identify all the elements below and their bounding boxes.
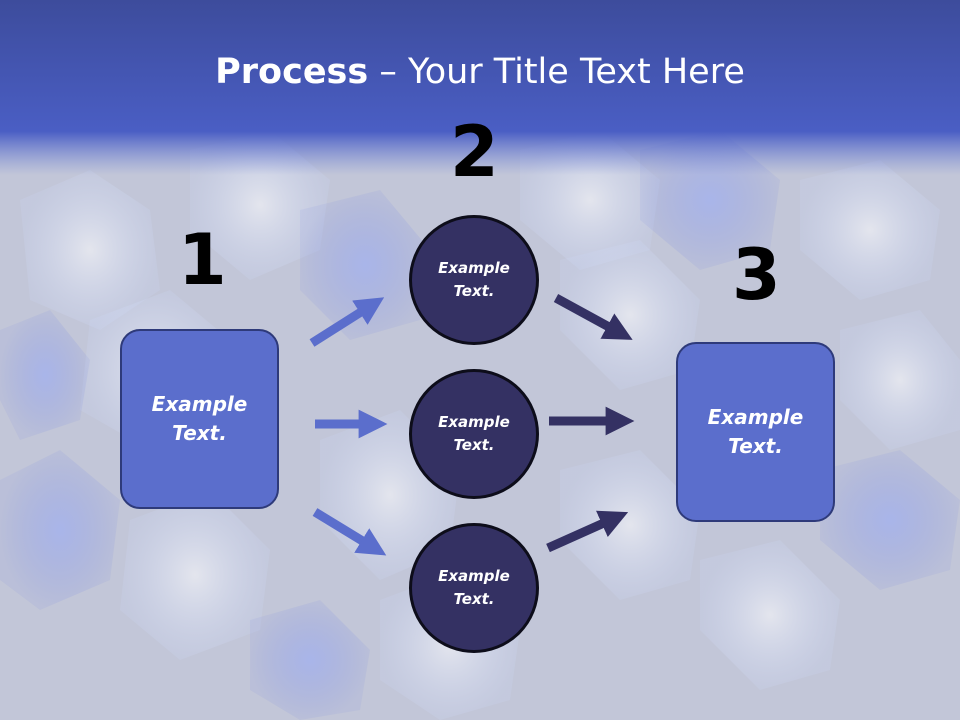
circle-bottom-line1: Example bbox=[438, 567, 510, 585]
step-number-1: 1 bbox=[178, 219, 227, 301]
title-rest: – Your Title Text Here bbox=[368, 52, 745, 92]
circle-bottom-line2: Text. bbox=[453, 590, 495, 608]
step-3-text-line2: Text. bbox=[728, 434, 783, 458]
page-title: Process – Your Title Text Here bbox=[0, 52, 960, 92]
title-bold: Process bbox=[215, 52, 369, 92]
circle-top-line1: Example bbox=[438, 259, 510, 277]
circle-middle-line1: Example bbox=[438, 413, 510, 431]
step-1-text-line1: Example bbox=[151, 392, 248, 416]
circle-middle-line2: Text. bbox=[453, 436, 495, 454]
circle-top-line2: Text. bbox=[453, 282, 495, 300]
step-number-3: 3 bbox=[732, 234, 781, 316]
step-1-text-line2: Text. bbox=[172, 421, 227, 445]
step-number-2: 2 bbox=[450, 111, 499, 193]
step-3-text-line1: Example bbox=[707, 405, 804, 429]
